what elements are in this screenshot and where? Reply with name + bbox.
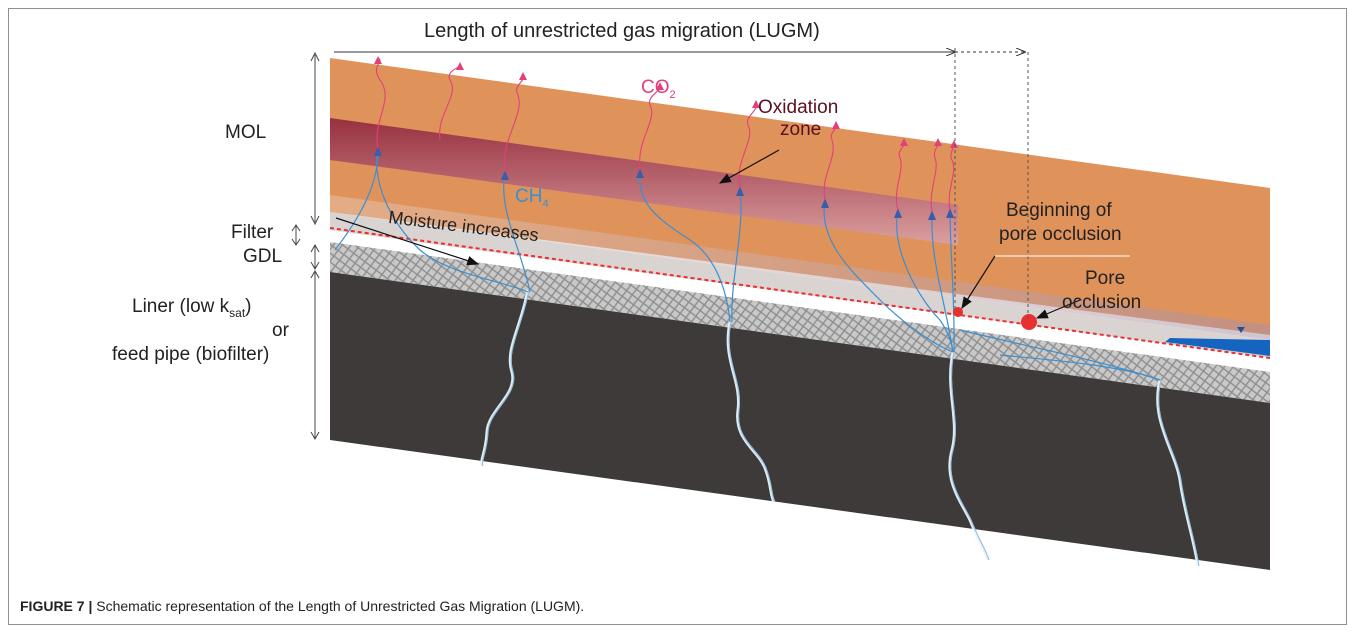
ch4-label: CH4 — [515, 186, 549, 210]
ch4-arrowheads — [374, 146, 954, 220]
beginning-occlusion-dot — [953, 307, 963, 317]
gdl-layer — [330, 242, 1270, 403]
beginning-label-line2: pore occlusion — [999, 224, 1122, 245]
liner-label: Liner (low ksat) — [132, 296, 252, 320]
oxidation-label-line1: Oxidation — [758, 97, 839, 118]
pore-label-line1: Pore — [1085, 268, 1126, 289]
oxidation-label-line2: zone — [780, 119, 822, 140]
moist-zone — [330, 195, 1270, 340]
layer-dimension-lines — [291, 51, 320, 441]
liner-cracks — [480, 289, 1200, 567]
ch4-flow-lines — [334, 147, 1161, 381]
filter-label: Filter — [231, 222, 274, 243]
gdl-label: GDL — [243, 246, 283, 267]
pore-label-line2: occlusion — [1062, 292, 1142, 313]
moisture-arrow — [335, 217, 480, 266]
mol-label: MOL — [225, 122, 267, 143]
pore-pointer — [1035, 299, 1081, 319]
oxidation-zone-band — [330, 118, 958, 245]
beginning-pointer — [961, 255, 996, 310]
figure-caption: FIGURE 7 | Schematic representation of t… — [20, 598, 585, 614]
oxidation-pointer — [718, 149, 780, 184]
co2-label: CO2 — [641, 77, 676, 101]
pore-occlusion-dot — [1021, 314, 1037, 330]
lugm-label: Length of unrestricted gas migration (LU… — [424, 20, 820, 42]
water-pool — [1165, 338, 1270, 356]
co2-arrowheads — [374, 56, 958, 148]
liner-or-label: or — [272, 320, 289, 341]
beginning-label-line1: Beginning of — [1006, 200, 1112, 221]
feed-pipe-label: feed pipe (biofilter) — [112, 344, 270, 365]
liner-layer — [330, 272, 1270, 570]
